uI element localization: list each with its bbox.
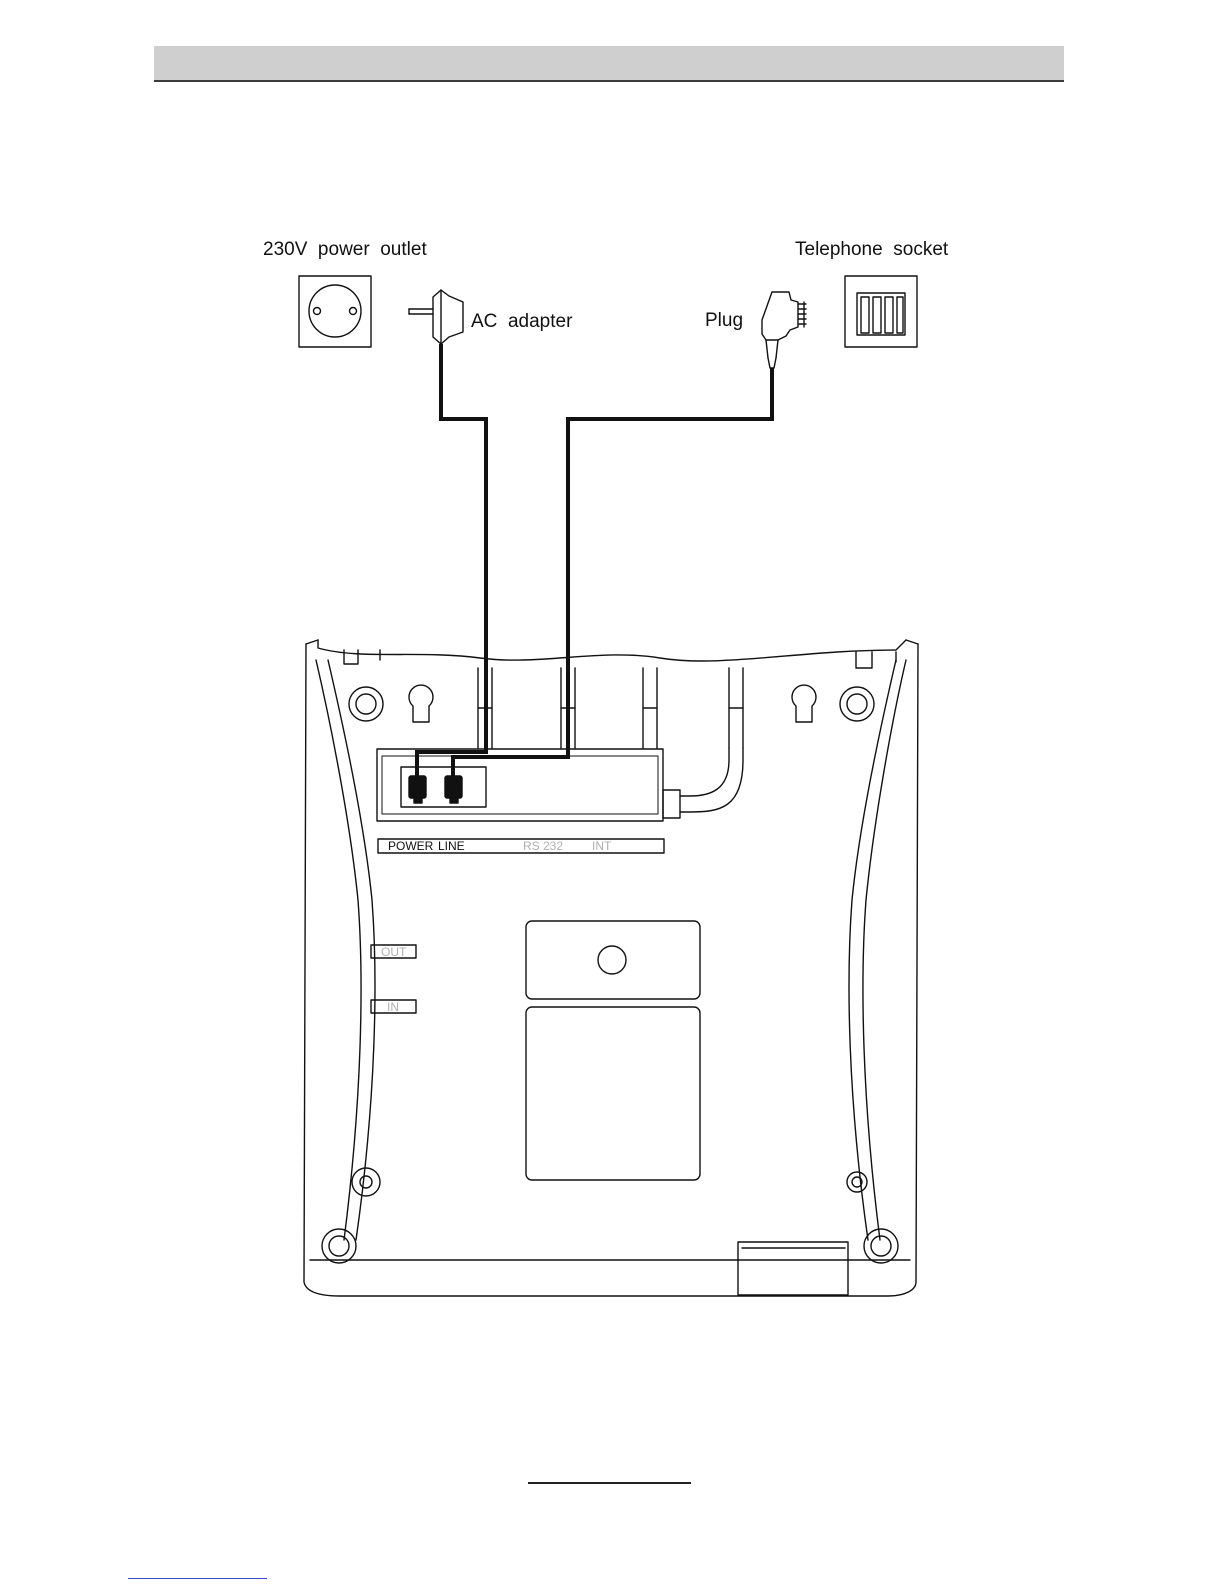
line-jack	[445, 776, 462, 803]
ac-adapter-label: AC adapter	[471, 312, 572, 331]
telephone-plug-icon	[762, 292, 806, 368]
power-jack	[409, 776, 426, 803]
telephone-cable	[453, 368, 772, 783]
panel-label-rs232: RS 232	[523, 840, 563, 852]
power-outlet-icon	[299, 276, 371, 347]
telephone-socket-icon	[845, 276, 917, 347]
panel-label-out: OUT	[381, 946, 406, 958]
footer-rule	[528, 1482, 691, 1484]
power-cable	[417, 344, 486, 783]
power-outlet-label: 230V power outlet	[263, 240, 427, 259]
bottom-link-underline[interactable]	[128, 1578, 267, 1579]
panel-label-power: POWER	[388, 840, 433, 852]
panel-label-line: LINE	[438, 840, 465, 852]
panel-label-in: IN	[387, 1001, 399, 1013]
plug-label: Plug	[705, 311, 743, 330]
telephone-base-unit	[304, 640, 918, 1296]
ac-adapter-icon	[409, 290, 463, 344]
telephone-socket-label: Telephone socket	[795, 240, 948, 259]
panel-label-int: INT	[592, 840, 611, 852]
